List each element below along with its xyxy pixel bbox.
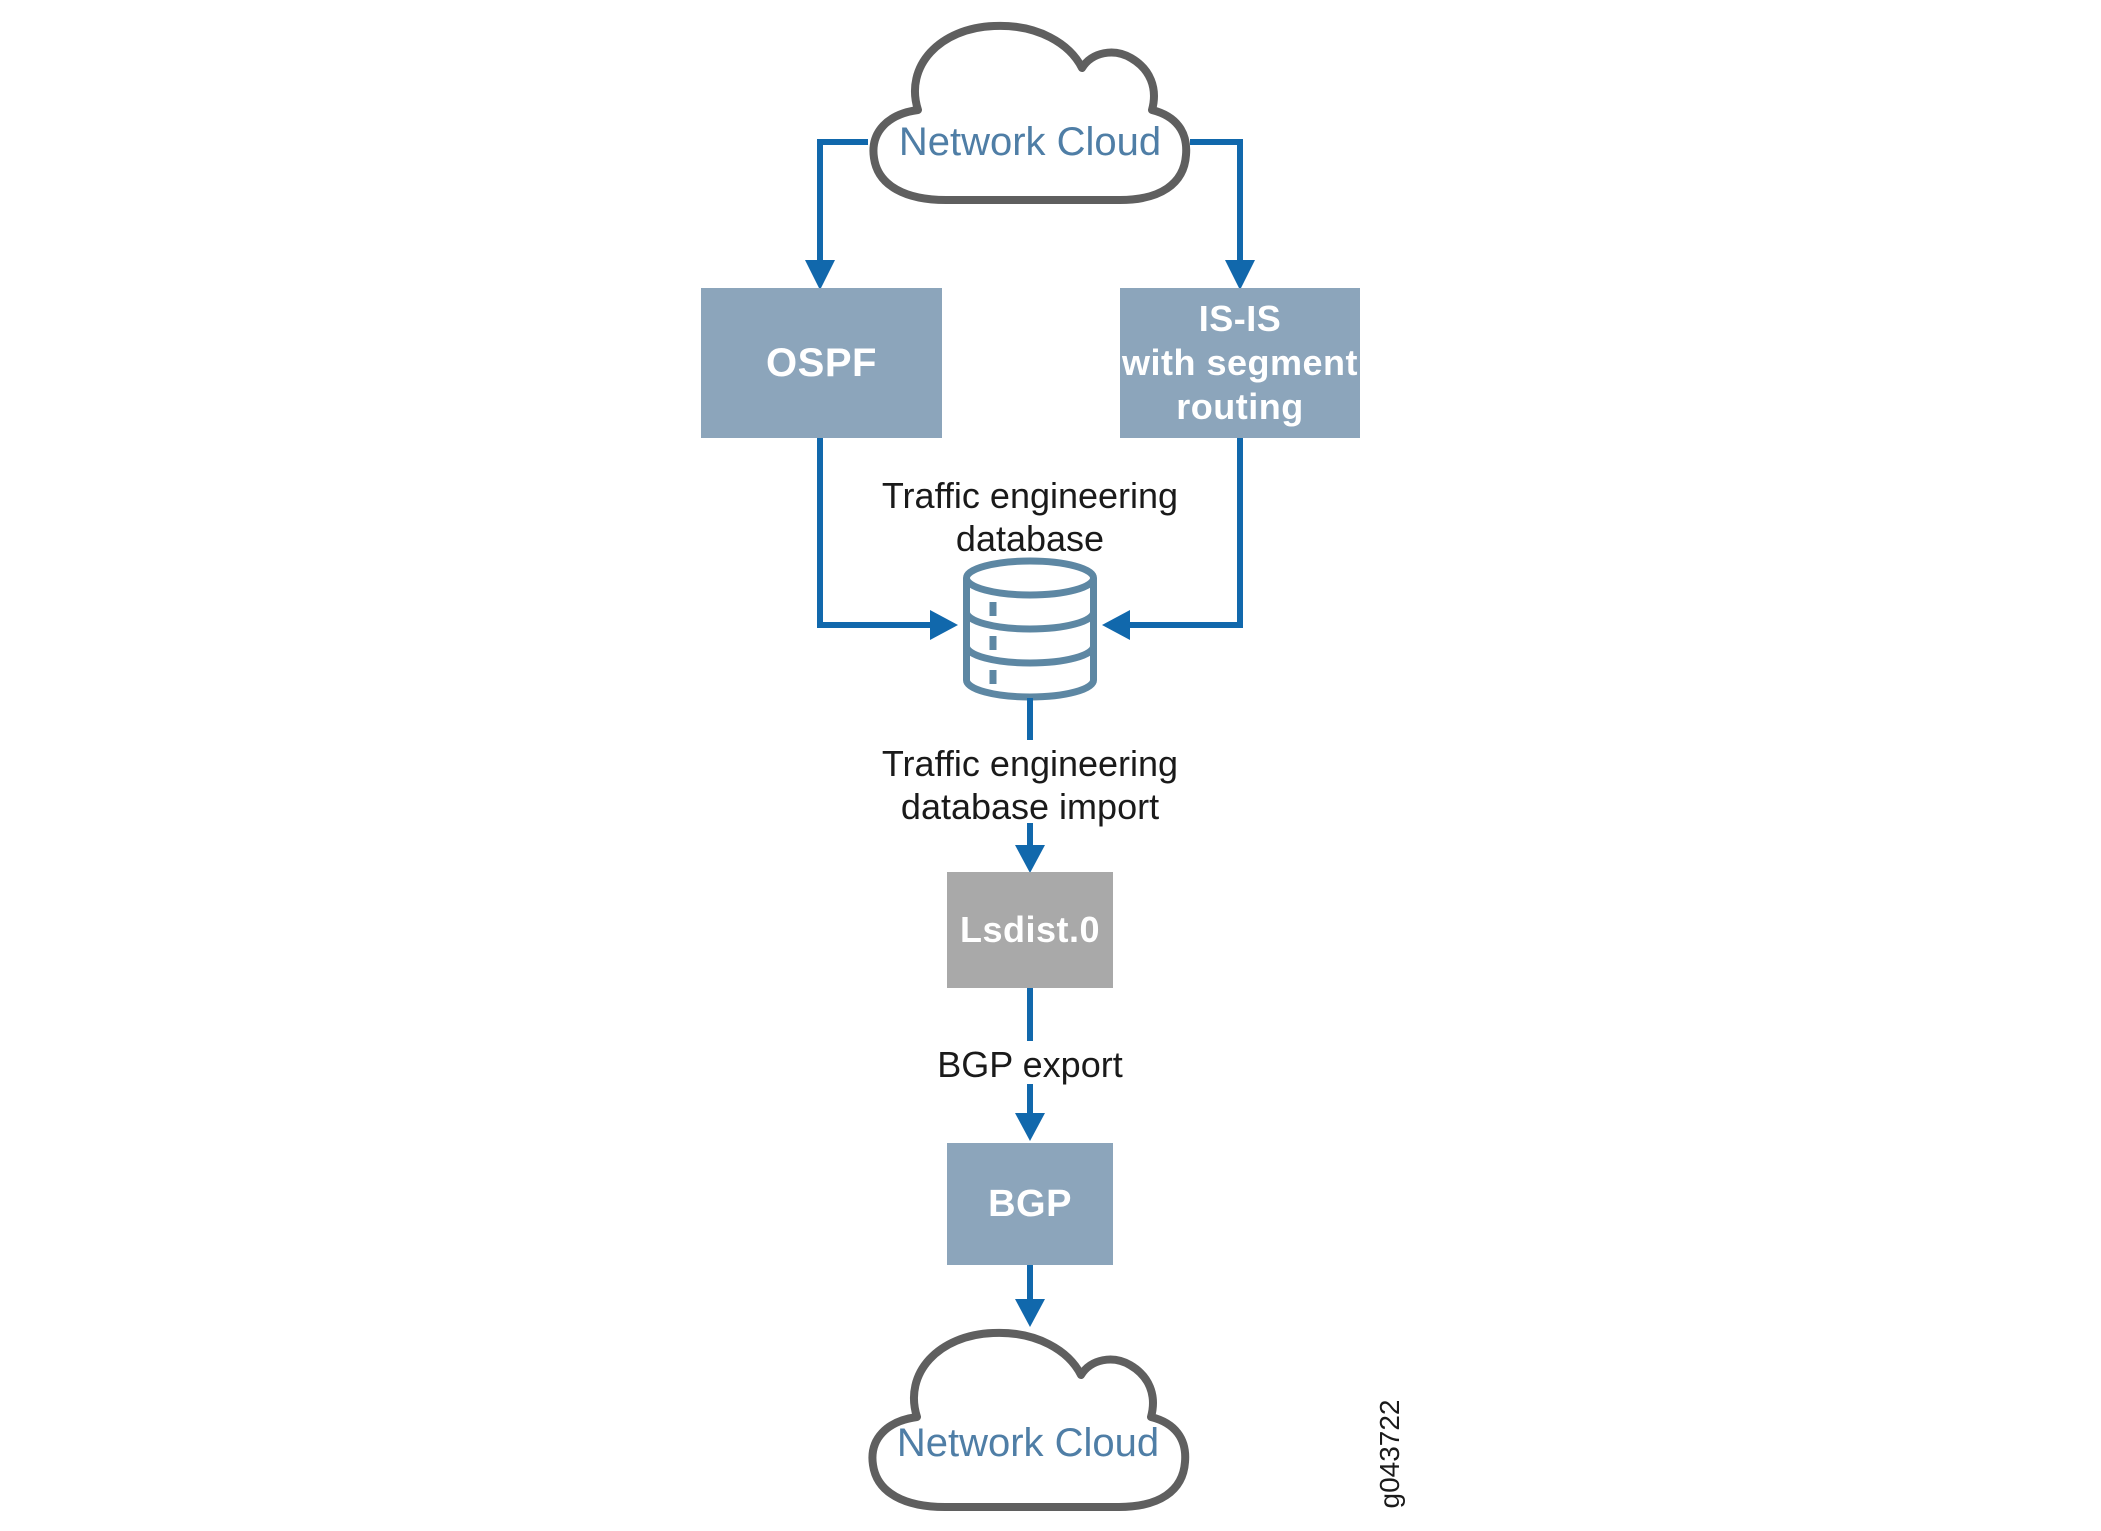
database-icon: [963, 557, 1097, 701]
arrow-ospf-to-database-icon: [817, 438, 958, 640]
arrow-database-to-lsdist-icon: [1015, 823, 1045, 873]
arrow-cloud-to-isis-icon: [1190, 139, 1255, 290]
isis-node: IS-IS with segment routing: [1120, 288, 1360, 438]
lsdist-label: Lsdist.0: [959, 909, 1101, 950]
bgp-export-label: BGP export: [937, 1044, 1123, 1085]
ospf-node: OSPF: [701, 288, 942, 438]
arrow-bgp-to-cloud-icon: [1015, 1265, 1045, 1327]
bgp-node: BGP: [947, 1143, 1113, 1265]
traffic-engineering-database-label: Traffic engineering database: [881, 475, 1179, 559]
network-cloud-top-label: Network Cloud: [898, 120, 1162, 164]
ospf-label: OSPF: [766, 340, 877, 385]
figure-id-label: g043722: [1374, 1399, 1405, 1509]
network-cloud-bottom-icon: [872, 1333, 1185, 1507]
traffic-engineering-database-import-label: Traffic engineering database import: [881, 743, 1179, 827]
arrow-to-bgp-icon: [1015, 1084, 1045, 1141]
lsdist-node: Lsdist.0: [947, 872, 1113, 988]
isis-label: IS-IS with segment routing: [1121, 298, 1359, 427]
arrow-cloud-to-ospf-icon: [805, 139, 868, 290]
network-cloud-bottom-label: Network Cloud: [896, 1421, 1160, 1465]
bgp-label: BGP: [988, 1182, 1072, 1225]
network-cloud-top-icon: [873, 26, 1186, 200]
arrow-isis-to-database-icon: [1102, 438, 1243, 640]
